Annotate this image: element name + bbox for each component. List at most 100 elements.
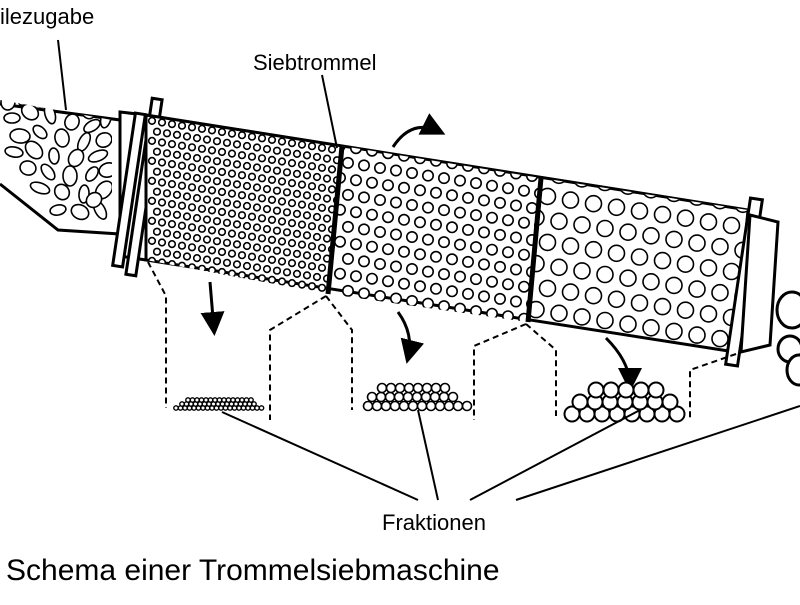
screen-hole-medium: [493, 260, 506, 273]
screen-hole-small: [302, 231, 312, 240]
screen-hole-medium: [493, 292, 506, 305]
screen-hole-small: [212, 197, 222, 206]
screen-hole-medium: [357, 255, 370, 268]
screen-hole-small: [207, 186, 217, 195]
screen-hole-medium: [429, 218, 442, 231]
screen-hole-small: [277, 137, 287, 146]
screen-hole-small: [282, 168, 292, 177]
screen-hole-medium: [389, 292, 402, 305]
screen-hole-large: [665, 322, 683, 341]
screen-hole-small: [167, 200, 177, 209]
screen-hole-small: [292, 229, 302, 238]
feed-stone: [70, 203, 90, 221]
screen-hole-small: [302, 211, 312, 220]
screen-hole-small: [202, 195, 212, 204]
screen-hole-small: [182, 152, 192, 161]
screen-hole-small: [182, 192, 192, 201]
drum-label: Siebtrommel: [253, 50, 377, 75]
oversize-output: [775, 290, 800, 387]
feed-stone: [17, 100, 35, 107]
screen-hole-small: [222, 258, 232, 267]
screen-hole-small: [217, 167, 227, 177]
screen-hole-medium: [349, 174, 362, 187]
screen-hole-medium: [349, 302, 362, 315]
screen-hole-medium: [461, 223, 474, 236]
screen-hole-small: [202, 175, 212, 184]
screen-hole-small: [262, 165, 272, 174]
screen-hole-small: [242, 241, 252, 251]
screen-hole-small: [147, 156, 157, 165]
screen-hole-small: [167, 240, 177, 249]
screen-hole-small: [282, 228, 292, 237]
screen-hole-large: [711, 283, 729, 302]
screen-hole-small: [152, 247, 162, 256]
fractions-label: Fraktionen: [382, 510, 486, 535]
screen-hole-medium: [485, 307, 498, 320]
inlet-flange: [110, 111, 148, 269]
screen-hole-medium: [429, 186, 442, 199]
screen-hole-large: [561, 329, 580, 347]
screen-hole-large: [561, 191, 580, 209]
screen-hole-medium: [341, 252, 354, 265]
screen-hole-small: [307, 182, 317, 191]
screen-hole-small: [232, 240, 242, 249]
screen-hole-small: [187, 143, 197, 152]
screen-hole-small: [262, 145, 272, 154]
screen-hole-large: [630, 248, 649, 266]
screen-hole-large: [573, 262, 591, 280]
fine-grain: [203, 397, 209, 403]
drum-leader-line: [321, 74, 338, 149]
screen-hole-medium: [413, 184, 426, 197]
fall-arrows: [200, 281, 642, 392]
screen-hole-small: [302, 251, 312, 260]
screen-hole-small: [287, 199, 297, 208]
screen-hole-small: [157, 198, 167, 207]
fine-grain: [239, 397, 245, 403]
screen-hole-large: [550, 212, 568, 231]
screen-hole-medium: [477, 290, 490, 303]
screen-hole-medium: [437, 300, 450, 313]
screen-hole-small: [147, 236, 157, 245]
screen-hole-medium: [453, 270, 466, 283]
screen-hole-large: [642, 227, 660, 245]
screen-hole-medium: [445, 317, 458, 322]
screen-hole-small: [247, 232, 257, 241]
screen-hole-small: [157, 238, 167, 247]
screen-hole-small: [192, 254, 202, 263]
screen-section-fine: [147, 116, 342, 294]
screen-hole-small: [297, 140, 307, 149]
screen-hole-small: [152, 207, 162, 216]
screen-hole-small: [312, 152, 322, 162]
screen-hole-medium: [349, 270, 362, 283]
screen-hole-small: [217, 187, 227, 197]
screen-hole-large: [607, 290, 626, 309]
feed-stone: [49, 204, 67, 216]
screen-hole-small: [292, 269, 302, 279]
screen-hole-medium: [421, 297, 434, 310]
screen-hole-medium: [493, 196, 506, 209]
fine-grain: [198, 397, 205, 403]
hopper-3-left: [525, 323, 557, 416]
screen-hole-medium: [445, 221, 458, 234]
fine-grain: [251, 401, 257, 407]
screen-hole-medium: [341, 156, 354, 169]
leader-line-oversize: [515, 405, 800, 501]
screen-hole-small: [242, 261, 252, 271]
screen-hole-small: [182, 232, 192, 241]
screen-hole-medium: [365, 208, 378, 221]
screen-hole-large: [607, 244, 626, 263]
medium-grain: [385, 382, 397, 394]
diagram-caption: Schema einer Trommelsiebmaschine: [6, 554, 500, 587]
screen-hole-small: [197, 164, 207, 173]
fall-arrow-fine: [200, 281, 225, 336]
screen-hole-medium: [421, 265, 434, 278]
screen-hole-small: [232, 200, 242, 209]
section-divider-2: [525, 177, 544, 323]
screen-hole-large: [596, 265, 614, 284]
fall-arrow-medium: [396, 311, 425, 364]
screen-hole-small: [237, 211, 247, 220]
screen-hole-medium: [373, 194, 386, 207]
medium-grain: [447, 391, 459, 403]
fine-grain: [194, 397, 200, 403]
fine-grain: [173, 405, 179, 411]
